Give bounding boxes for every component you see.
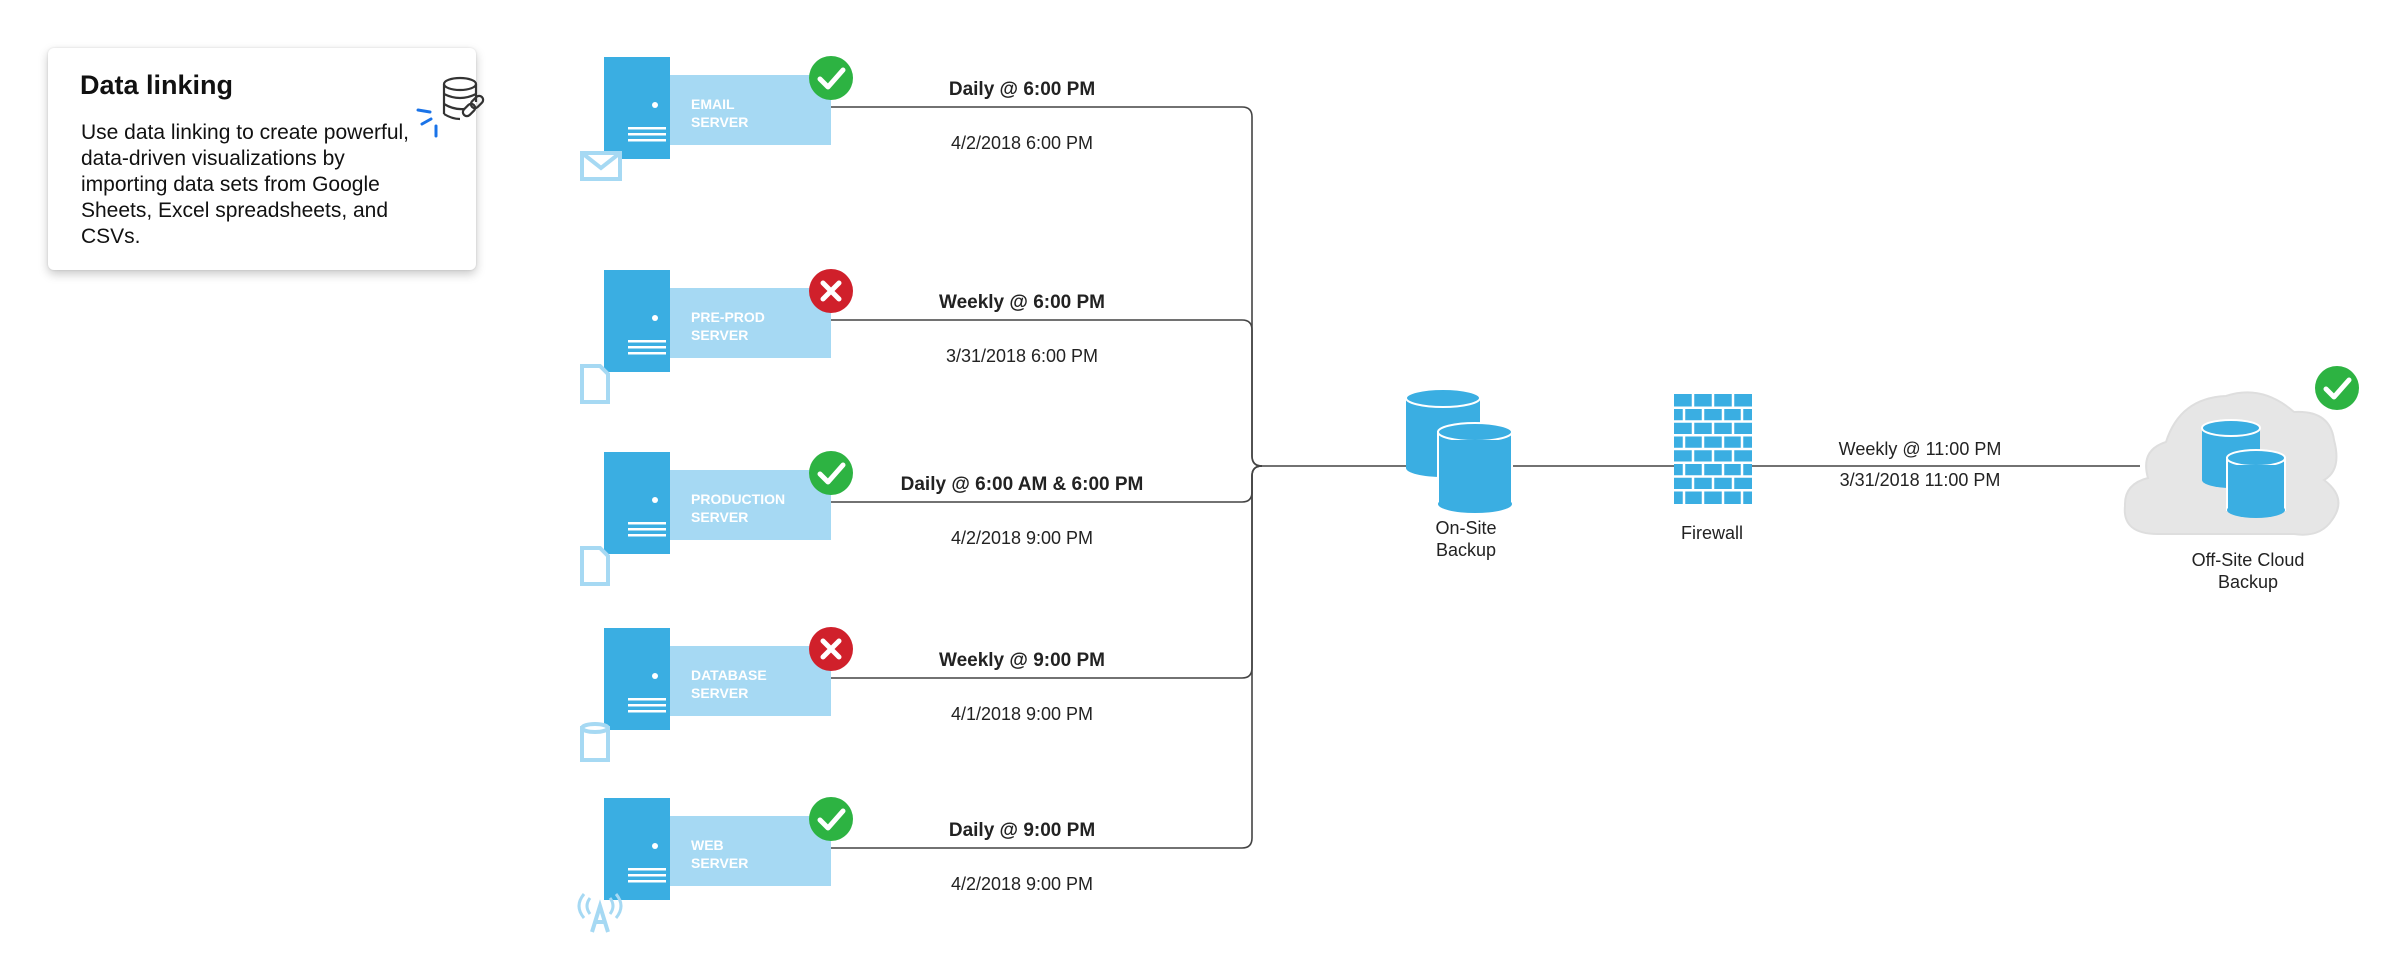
server-node-email: EMAIL SERVER Daily @ 6:00 PM 4/2/2018 6:00 … (580, 56, 1095, 181)
server-schedule: Daily @ 9:00 PM (949, 820, 1095, 841)
server-label-line2: SERVER (691, 114, 748, 130)
connector-lines (831, 106, 2140, 849)
server-last-run: 4/2/2018 6:00 PM (951, 133, 1093, 153)
server-last-run: 4/2/2018 9:00 PM (951, 874, 1093, 894)
info-card-body: Use data linking to create powerful, dat… (81, 121, 410, 248)
status-success-icon (809, 451, 853, 495)
server-schedule: Weekly @ 9:00 PM (939, 650, 1105, 671)
status-success-icon (809, 797, 853, 841)
server-node-production: PRODUCTION SERVER Daily @ 6:00 AM & 6:00 P… (580, 451, 1144, 586)
server-tower (604, 270, 670, 372)
envelope-icon (580, 151, 622, 181)
offsite-label-line1: Off-Site Cloud (2192, 550, 2305, 570)
status-success-icon (809, 56, 853, 100)
offsite-status-success-icon (2315, 366, 2359, 410)
onsite-backup-node: On-Site Backup (1405, 388, 1513, 560)
connector-pre-prod (831, 319, 1263, 467)
server-label-line2: SERVER (691, 685, 748, 701)
firewall-icon (1674, 394, 1752, 504)
connector-database (831, 465, 1263, 679)
connector-web (831, 465, 1263, 849)
server-label-line1: EMAIL (691, 96, 735, 112)
document-icon (580, 364, 610, 404)
firewall-node: Firewall (1674, 394, 1752, 543)
info-card-title: Data linking (80, 70, 234, 100)
server-schedule: Weekly @ 6:00 PM (939, 292, 1105, 313)
connector-email (831, 106, 1263, 467)
cloud-link-schedule: Weekly @ 11:00 PM (1839, 439, 2002, 459)
firewall-label: Firewall (1681, 523, 1743, 543)
server-schedule: Daily @ 6:00 PM (949, 79, 1095, 100)
cloud-link-last-run: 3/31/2018 11:00 PM (1840, 470, 2001, 490)
server-tower (604, 798, 670, 900)
database-link-icon (416, 76, 485, 138)
cylinder-icon (580, 722, 610, 762)
server-label-panel (670, 288, 831, 358)
server-node-database: DATABASE SERVER Weekly @ 9:00 PM 4/1/2018 9… (580, 627, 1105, 762)
onsite-label-line1: On-Site (1435, 518, 1496, 538)
onsite-database-icon (1405, 388, 1513, 513)
server-last-run: 4/2/2018 9:00 PM (951, 528, 1093, 548)
server-label-line1: WEB (691, 837, 724, 853)
server-label-line1: PRE-PROD (691, 309, 765, 325)
server-tower (604, 452, 670, 554)
server-label-line2: SERVER (691, 327, 748, 343)
server-label-line1: DATABASE (691, 667, 767, 683)
server-label-line2: SERVER (691, 855, 748, 871)
status-failure-icon (809, 269, 853, 313)
server-last-run: 3/31/2018 6:00 PM (946, 346, 1098, 366)
server-node-pre-prod: PRE-PROD SERVER Weekly @ 6:00 PM 3/31/2018 … (580, 269, 1105, 404)
document-icon (580, 546, 610, 586)
server-tower (604, 57, 670, 159)
server-label-panel (670, 75, 831, 145)
server-label-panel (670, 646, 831, 716)
server-tower (604, 628, 670, 730)
onsite-label-line2: Backup (1436, 540, 1496, 560)
offsite-cloud-node: Off-Site Cloud Backup (2123, 366, 2359, 592)
antenna-icon (577, 893, 623, 933)
server-label-panel (670, 470, 831, 540)
server-node-web: WEB SERVER Daily @ 9:00 PM 4/2/2018 9:00 PM (577, 797, 1095, 933)
info-card: Data linking Use data linking to create … (48, 48, 485, 270)
status-failure-icon (809, 627, 853, 671)
server-label-panel (670, 816, 831, 886)
cloud-icon (2123, 391, 2340, 536)
servers-layer: EMAIL SERVER Daily @ 6:00 PM 4/2/2018 6:00 … (577, 56, 1144, 933)
server-schedule: Daily @ 6:00 AM & 6:00 PM (901, 474, 1144, 495)
server-label-line1: PRODUCTION (691, 491, 785, 507)
offsite-label-line2: Backup (2218, 572, 2278, 592)
server-last-run: 4/1/2018 9:00 PM (951, 704, 1093, 724)
server-label-line2: SERVER (691, 509, 748, 525)
